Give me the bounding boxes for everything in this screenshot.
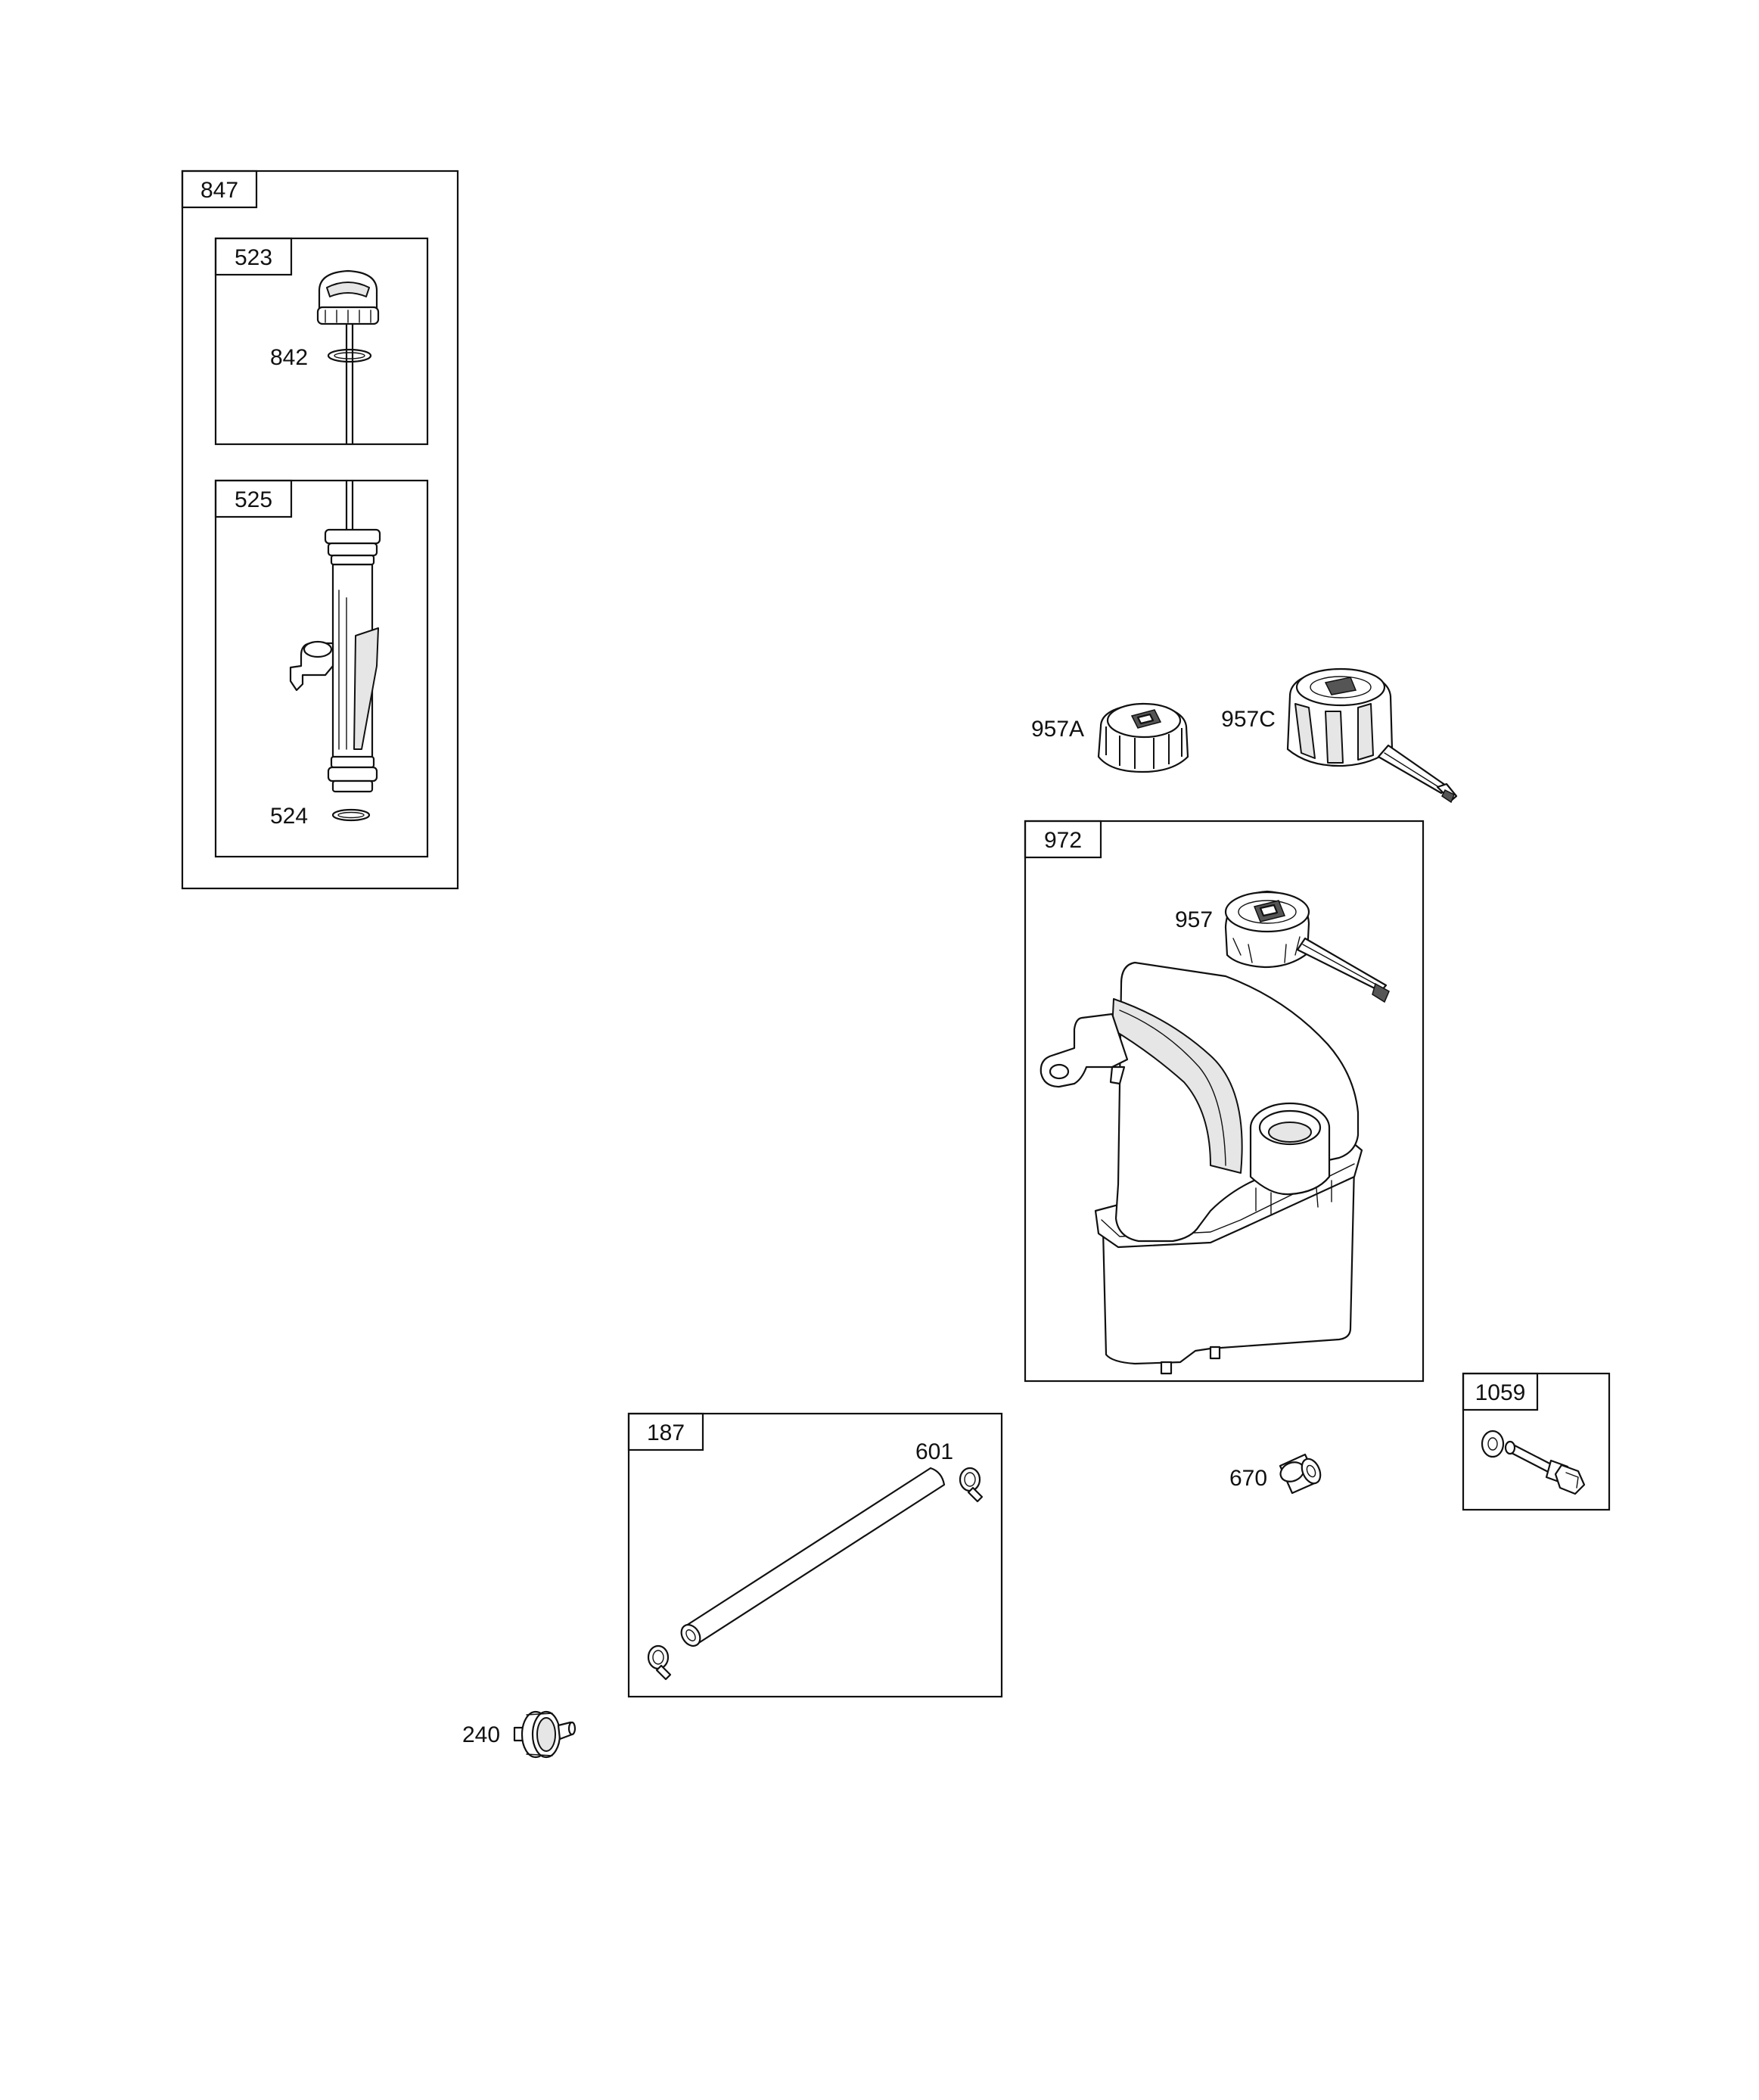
group-523-label: 523 bbox=[235, 245, 272, 270]
group-187: 187 601 bbox=[627, 1412, 1003, 1698]
hose-clamp-bottom-icon[interactable] bbox=[647, 1644, 672, 1681]
group-972-label: 972 bbox=[1044, 828, 1082, 853]
fuel-cap-957A-icon[interactable] bbox=[1097, 702, 1189, 773]
fuel-cap-957C-icon[interactable] bbox=[1286, 667, 1458, 804]
callout-957A: 957A bbox=[1031, 717, 1084, 742]
washer-icon[interactable] bbox=[1481, 1430, 1505, 1458]
group-525-label: 525 bbox=[235, 487, 272, 512]
group-847: 847 523 842 bbox=[181, 170, 459, 890]
dipstick-cap-icon[interactable] bbox=[316, 269, 380, 325]
o-ring-842-icon[interactable] bbox=[327, 348, 372, 363]
spacer-670-icon[interactable] bbox=[1278, 1453, 1324, 1495]
group-847-label: 847 bbox=[200, 178, 238, 203]
group-525: 525 bbox=[214, 479, 429, 858]
oil-fill-tube-icon[interactable] bbox=[289, 528, 381, 793]
callout-670: 670 bbox=[1229, 1466, 1267, 1491]
group-972: 972 957 bbox=[1024, 820, 1425, 1383]
group-1059: 1059 bbox=[1462, 1372, 1611, 1511]
callout-601: 601 bbox=[915, 1439, 953, 1464]
callout-957: 957 bbox=[1175, 907, 1213, 932]
dipstick-blade-icon[interactable] bbox=[345, 322, 354, 446]
fuel-cap-957-icon[interactable] bbox=[1224, 890, 1390, 1003]
callout-240: 240 bbox=[462, 1722, 500, 1747]
hose-clamp-601-icon[interactable] bbox=[959, 1467, 984, 1503]
callout-842: 842 bbox=[270, 345, 308, 370]
bolt-icon[interactable] bbox=[1504, 1440, 1586, 1495]
fuel-hose-icon[interactable] bbox=[678, 1467, 946, 1650]
callout-524: 524 bbox=[270, 804, 308, 829]
fuel-tank-icon[interactable] bbox=[1040, 961, 1363, 1375]
group-187-label: 187 bbox=[647, 1420, 685, 1445]
group-523: 523 842 bbox=[214, 237, 429, 446]
group-1059-label: 1059 bbox=[1475, 1380, 1526, 1405]
o-ring-524-icon[interactable] bbox=[331, 808, 371, 822]
fuel-filter-240-icon[interactable] bbox=[513, 1710, 576, 1759]
callout-957C: 957C bbox=[1221, 707, 1276, 732]
